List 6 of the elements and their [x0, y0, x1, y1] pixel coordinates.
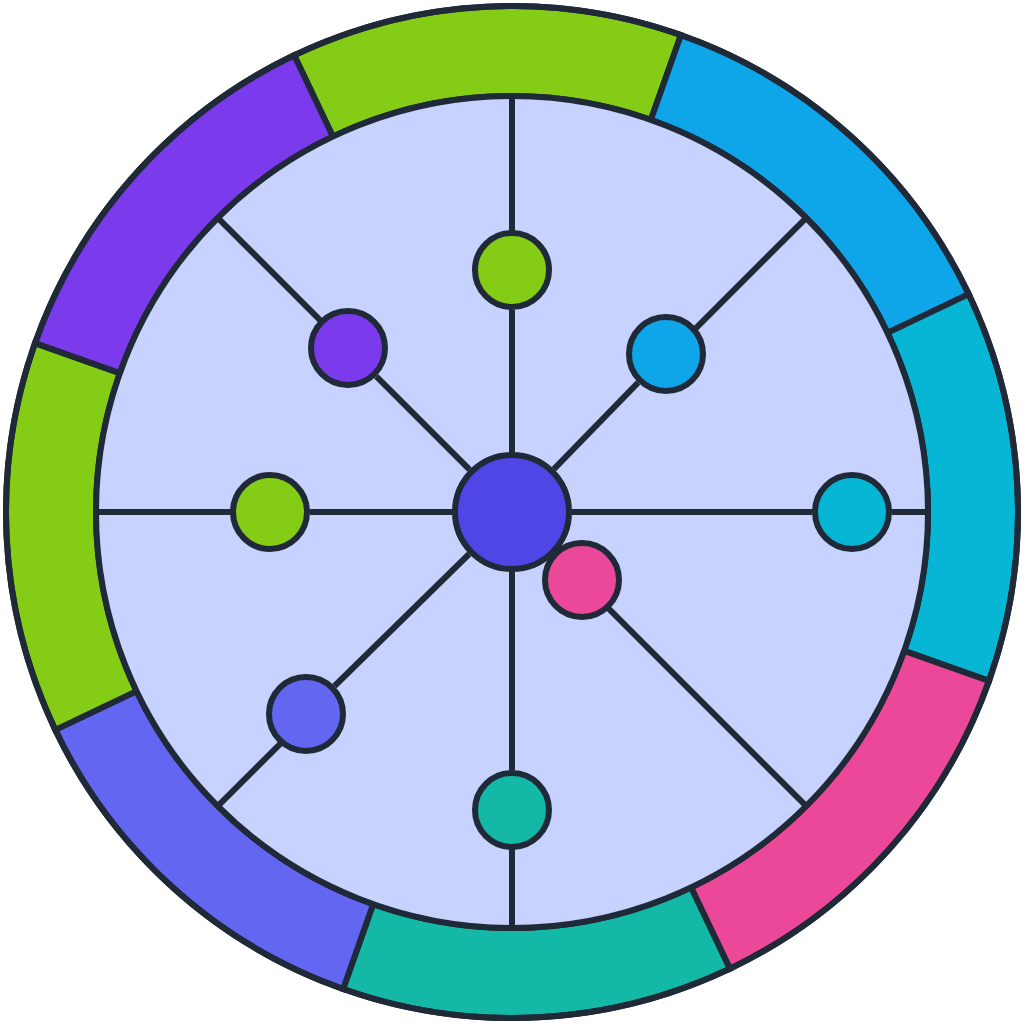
- spoke-connector: [509, 310, 515, 452]
- spoke-connector: [310, 509, 452, 515]
- spoke-connector: [551, 380, 641, 472]
- spoke-connector: [509, 572, 515, 770]
- spoke-connector: [572, 509, 812, 515]
- spoke-connector: [332, 551, 472, 689]
